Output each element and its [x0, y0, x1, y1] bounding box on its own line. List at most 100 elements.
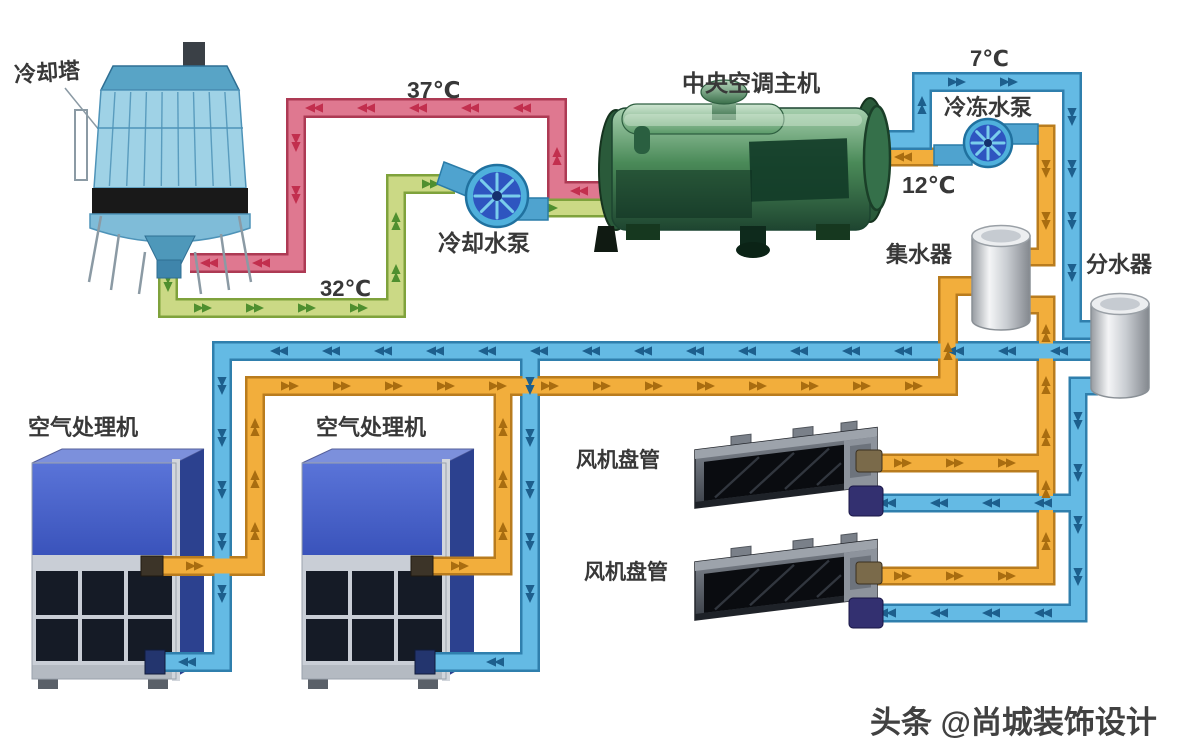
pipe-chilled-supply-7c-blue-arrow: [1067, 108, 1077, 118]
pump-impeller-spoke: [989, 130, 1001, 142]
pipe-fancoil2-return-orange-arrow: [1041, 488, 1051, 498]
pipe-fancoil2-return-orange-arrow: [894, 571, 904, 581]
pipe-chilled-main-return-orange-arrow: [445, 381, 455, 391]
pipe-cooling-return-37c-red-arrow: [291, 186, 301, 196]
pipe-fancoil2-return-orange-arrow: [1041, 324, 1051, 334]
pipe-cooling-return-37c-red-arrow: [200, 258, 210, 268]
pipe-chilled-main-supply-blue-arrow: [382, 346, 392, 356]
pipe-ahu2-supply-drop-blue-arrow: [525, 541, 535, 551]
pipe-distributor-to-fancoil2-blue-arrow: [1073, 516, 1083, 526]
pipe-chilled-main-return-orange-arrow: [489, 381, 499, 391]
label-central-ac-unit: 中央空调主机: [682, 70, 820, 96]
label-chilled-water-pump: 冷冻水泵: [944, 95, 1032, 120]
pipe-cooling-supply-32c-green-arrow: [254, 303, 264, 313]
pipe-chilled-main-return-orange-arrow: [281, 381, 291, 391]
pipe-distributor-to-fancoil2-blue-arrow: [1073, 568, 1083, 578]
pump-impeller-spoke: [479, 197, 496, 214]
pipe-pump-to-chiller-green-arrow: [548, 203, 558, 213]
pipe-chilled-main-supply-blue-arrow: [1058, 346, 1068, 356]
pipe-ahu2-supply-drop-blue-arrow: [525, 377, 535, 387]
pump-impeller-spoke: [479, 178, 496, 195]
pipe-chilled-main-supply-blue-arrow: [738, 346, 748, 356]
pipe-chilled-main-return-orange-arrow: [250, 470, 260, 480]
pipe-distributor-to-fancoil2-blue-arrow: [1073, 576, 1083, 586]
pipe-chilled-main-supply-blue-arrow: [434, 346, 444, 356]
pipe-chilled-main-supply-blue-arrow: [842, 346, 852, 356]
pipe-chilled-main-return-orange-arrow: [186, 561, 196, 571]
labels: 冷却塔 37℃ 中央空调主机 7℃ 冷冻水泵 12℃ 冷却水泵 32℃ 集水器 …: [13, 46, 1153, 584]
pipe-cooling-supply-32c-green-arrow: [391, 272, 401, 282]
pipe-chilled-main-return-orange-arrow: [645, 381, 655, 391]
pipe-distributor-to-fancoil2-blue-arrow: [1073, 524, 1083, 534]
pipe-distributor-to-fancoil2-blue-arrow: [1073, 472, 1083, 482]
pipe-chilled-main-return-orange-arrow: [697, 381, 707, 391]
ahu1-return-valve: [140, 555, 164, 577]
pipe-chilled-main-return-orange-arrow: [593, 381, 603, 391]
pipe-cooling-return-37c-red-arrow: [570, 186, 580, 196]
pipe-chilled-main-supply-blue-arrow: [217, 593, 227, 603]
pipe-chilled-main-supply-blue-arrow: [530, 346, 540, 356]
label-temp-12: 12℃: [902, 172, 955, 198]
pipe-cooling-supply-32c-green-arrow: [246, 303, 256, 313]
pipe-distributor-to-fancoil2-blue-arrow: [1034, 608, 1044, 618]
pipe-fancoil1-return-orange-arrow: [894, 458, 904, 468]
pipe-cooling-supply-32c-green-arrow: [163, 282, 173, 292]
pipe-distributor-to-fancoil2-blue-arrow: [1042, 608, 1052, 618]
watermark-shadow: 头条 @尚城装饰设计: [873, 708, 1160, 743]
pipe-chilled-main-supply-blue-arrow: [374, 346, 384, 356]
pipe-ahu2-return-riser-orange-arrow: [498, 470, 508, 480]
pump-impeller-spoke: [498, 178, 515, 195]
pipe-ahu2-return-riser-orange-arrow: [459, 561, 469, 571]
pipe-cooling-return-37c-red-arrow: [208, 258, 218, 268]
pipe-fancoil1-return-orange-arrow: [902, 458, 912, 468]
pipe-chilled-main-return-orange-arrow: [809, 381, 819, 391]
pipe-fancoil1-supply-blue-arrow: [886, 498, 896, 508]
pipe-chilled-supply-7c-blue-arrow: [1067, 272, 1077, 282]
pipe-ahu2-return-riser-orange-arrow: [498, 522, 508, 532]
label-fan-coil-1: 风机盘管: [576, 448, 660, 472]
pipe-ahu2-return-riser-orange-arrow: [498, 418, 508, 428]
pipe-chilled-main-supply-blue-arrow: [790, 346, 800, 356]
pipe-chilled-main-return-orange-arrow: [437, 381, 447, 391]
pipe-chilled-main-return-orange-arrow: [385, 381, 395, 391]
pipe-chilled-main-return-orange-arrow: [341, 381, 351, 391]
pipe-cooling-supply-32c-green-arrow: [298, 303, 308, 313]
pipe-chilled-main-supply-blue-arrow: [538, 346, 548, 356]
pipe-cooling-return-37c-red-arrow: [417, 103, 427, 113]
pipe-pump-to-collector-orange-arrow: [1041, 220, 1051, 230]
pipe-chilled-main-supply-blue-arrow: [426, 346, 436, 356]
pipe-chilled-main-return-orange-arrow: [601, 381, 611, 391]
pipe-fancoil2-return-orange-arrow: [1041, 480, 1051, 490]
fc1-supply-connector: [848, 485, 884, 517]
central-ac-unit: [594, 79, 892, 258]
pipe-fancoil2-return-orange-arrow: [1041, 532, 1051, 542]
pipe-chilled-main-return-orange-arrow: [853, 381, 863, 391]
pipe-cooling-return-37c-red-arrow: [313, 103, 323, 113]
pipe-chilled-main-supply-blue-arrow: [217, 533, 227, 543]
pipe-chilled-main-supply-blue-arrow: [1050, 346, 1060, 356]
pipe-cooling-supply-32c-green-arrow: [391, 220, 401, 230]
pipe-fancoil1-supply-blue-arrow: [1042, 498, 1052, 508]
pipe-chilled-main-supply-blue-arrow: [217, 385, 227, 395]
pipe-chilled-main-return-orange-arrow: [749, 381, 759, 391]
pipe-cooling-supply-32c-green-arrow: [202, 303, 212, 313]
pipe-chilled-return-12c-orange-arrow: [894, 152, 904, 162]
pipe-distributor-to-fancoil2-blue-arrow: [938, 608, 948, 618]
pipe-chilled-main-supply-blue-arrow: [330, 346, 340, 356]
cooling-water-pump: [436, 161, 549, 229]
pipe-chilled-supply-7c-blue-arrow: [1067, 160, 1077, 170]
pipe-fancoil2-return-orange-arrow: [1041, 332, 1051, 342]
pipe-chilled-main-return-orange-arrow: [801, 381, 811, 391]
pipe-pump-to-collector-orange-arrow: [1041, 160, 1051, 170]
pipe-distributor-to-fancoil2-blue-arrow: [886, 608, 896, 618]
pipe-fancoil1-supply-blue-arrow: [1034, 498, 1044, 508]
pipe-ahu2-supply-drop-blue-arrow: [525, 385, 535, 395]
pipe-chilled-main-return-orange-arrow: [757, 381, 767, 391]
pipe-ahu2-supply-drop-blue-arrow: [525, 593, 535, 603]
label-fan-coil-2: 风机盘管: [584, 560, 668, 584]
pipe-cooling-supply-32c-green-arrow: [430, 179, 440, 189]
watermark-text: 头条 @尚城装饰设计: [870, 705, 1157, 740]
pipe-chilled-main-return-orange-arrow: [541, 381, 551, 391]
pipe-chilled-main-supply-blue-arrow: [217, 585, 227, 595]
